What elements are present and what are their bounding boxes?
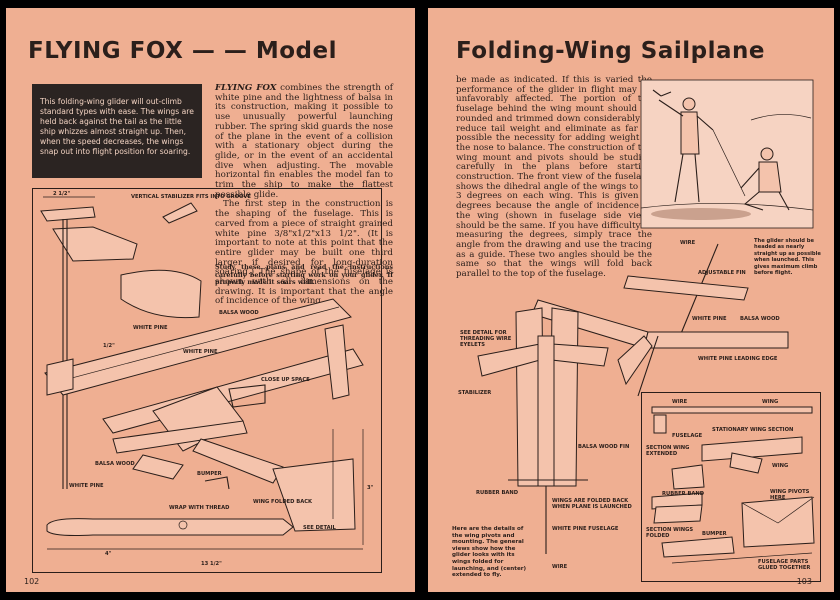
article-body-right: be made as indicated. If this is varied …: [456, 75, 652, 280]
dimension-c: 3": [367, 485, 374, 491]
label-wing-folded-back: WING FOLDED BACK: [253, 499, 313, 505]
lead-word: FLYING FOX: [215, 83, 277, 93]
label-balsa-wood: BALSA WOOD: [740, 316, 780, 322]
dimension-b: 1/2": [103, 343, 115, 349]
article-body-left: FLYING FOX combines the strength of whit…: [215, 83, 393, 307]
caption-box: This folding-wing glider will out-climb …: [32, 84, 202, 178]
label-close-up-space: CLOSE UP SPACE: [261, 377, 310, 383]
label-bumper: BUMPER: [197, 471, 222, 477]
label-balsa-wood-bottom: BALSA WOOD: [95, 461, 135, 467]
instructions-note: Study these plans and read the instructi…: [215, 263, 393, 287]
label-white-pine-1: WHITE PINE: [133, 325, 168, 331]
pivot-detail-box: WIRE WING FUSELAGE STATIONARY WING SECTI…: [641, 392, 821, 582]
left-page: FLYING FOX — — Model This folding-wing g…: [6, 8, 415, 592]
label-see-detail-threading: SEE DETAIL FOR THREADING WIRE EYELETS: [460, 330, 512, 348]
page-number-right: 103: [796, 577, 812, 586]
right-page: Folding-Wing Sailplane be made as indica…: [428, 8, 834, 592]
label-balsa-wood-top: BALSA WOOD: [219, 310, 259, 316]
label-wire-bottom: WIRE: [552, 564, 568, 570]
label-wrap-with-thread: WRAP WITH THREAD: [169, 505, 230, 511]
label-section-wing-extended: SECTION WING EXTENDED: [646, 445, 690, 457]
label-bumper-detail: BUMPER: [702, 531, 727, 537]
label-see-detail: SEE DETAIL: [303, 525, 336, 531]
label-rubber-band-detail: RUBBER BAND: [662, 491, 705, 497]
label-adjustable-fin: ADJUSTABLE FIN: [698, 270, 746, 276]
label-rubber-band: RUBBER BAND: [476, 490, 519, 496]
label-white-pine: WHITE PINE: [692, 316, 727, 322]
launch-sketch: [640, 79, 814, 229]
label-stationary-wing-section: STATIONARY WING SECTION: [712, 427, 794, 433]
label-white-pine-2: WHITE PINE: [183, 349, 218, 355]
label-vertical-stabilizer: VERTICAL STABILIZER FITS INTO GROOVE: [131, 194, 251, 200]
sketch-caption: The glider should be headed as nearly st…: [754, 238, 821, 277]
paragraph-2: The first step in the construction is th…: [215, 199, 393, 307]
label-balsa-wood-fin: BALSA WOOD FIN: [578, 444, 630, 450]
label-wing-pivots-here: WING PIVOTS HERE: [770, 489, 810, 501]
dimension-d: 4": [105, 551, 112, 557]
label-wings-folded-back: WINGS ARE FOLDED BACK WHEN PLANE IS LAUN…: [552, 498, 632, 510]
dimension-e: 13 1/2": [201, 561, 222, 567]
page-number-left: 102: [24, 577, 40, 586]
label-detail-wing: WING: [762, 399, 779, 405]
label-detail-wire: WIRE: [672, 399, 688, 405]
label-wire-top: WIRE: [680, 240, 696, 246]
label-white-pine-3: WHITE PINE: [69, 483, 104, 489]
paragraph-1: combines the strength of white pine and …: [215, 83, 393, 200]
pivot-detail-drawing: [651, 406, 815, 564]
sailplane-drawing: [477, 243, 789, 554]
page-title-left: FLYING FOX — — Model: [28, 38, 337, 64]
page-title-right: Folding-Wing Sailplane: [456, 38, 765, 64]
label-white-pine-leading-edge: WHITE PINE LEADING EDGE: [698, 356, 778, 362]
plan-drawing: [40, 196, 364, 550]
label-white-pine-fuselage: WHITE PINE FUSELAGE: [552, 526, 619, 532]
label-section-wings-folded: SECTION WINGS FOLDED: [646, 527, 694, 539]
sailplane-diagram: WIRE ADJUSTABLE FIN WHITE PINE BALSA WOO…: [448, 236, 808, 581]
label-fuselage-parts-glued: FUSELAGE PARTS GLUED TOGETHER: [758, 559, 811, 571]
pivot-note: Here are the details of the wing pivots …: [452, 526, 527, 579]
caption-text: This folding-wing glider will out-climb …: [40, 97, 194, 156]
dimension-a: 2 1/2": [53, 191, 71, 197]
label-detail-wing-2: WING: [772, 463, 789, 469]
label-stabilizer: STABILIZER: [458, 390, 492, 396]
glider-plan-diagram: VERTICAL STABILIZER FITS INTO GROOVE 2 1…: [32, 188, 382, 573]
label-fuselage: FUSELAGE: [672, 433, 703, 439]
